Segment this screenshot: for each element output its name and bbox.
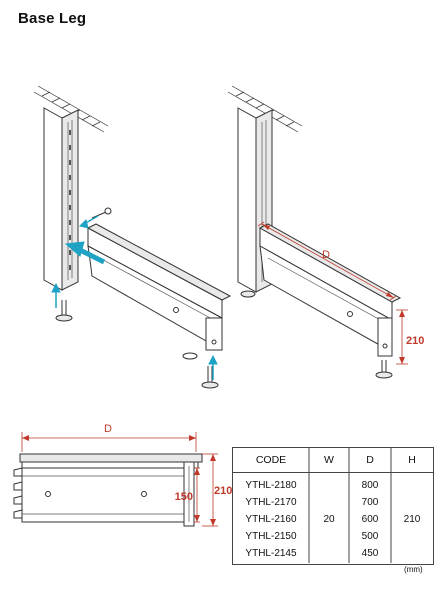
code-cell: YTHL-2150: [245, 531, 297, 542]
dimension-d-front: [21, 432, 197, 452]
assembly-drawing-left: [33, 85, 232, 389]
code-cell: YTHL-2180: [245, 480, 297, 491]
hook-tabs: [13, 467, 23, 519]
d-cell: 600: [361, 514, 379, 525]
header-d: D: [366, 454, 374, 466]
page-title: Base Leg: [18, 10, 87, 27]
d-cell: 500: [361, 531, 379, 542]
w-cell: 20: [323, 514, 335, 525]
dimension-150-label: 150: [175, 491, 193, 503]
header-code: CODE: [255, 454, 287, 466]
front-view-drawing: D 150: [13, 423, 232, 527]
levelling-foot-right-1: [240, 290, 256, 298]
d-cell: 800: [361, 480, 379, 491]
ceiling-hatch-left: [33, 85, 109, 133]
header-w: W: [324, 454, 334, 466]
assembly-arrows: [51, 215, 218, 380]
top-flange: [19, 453, 203, 463]
levelling-foot-right-2: [375, 360, 393, 379]
code-cell: YTHL-2170: [245, 497, 297, 508]
pin-screw-left: [91, 207, 112, 219]
h-cell: 210: [403, 514, 421, 525]
table-header-row: CODE W D H: [233, 448, 433, 473]
base-leg-beam-left: [86, 223, 232, 351]
dimension-d-label-right: D: [322, 249, 330, 261]
levelling-foot-left-2: [182, 352, 219, 389]
dimension-h-label-right: 210: [406, 335, 424, 347]
dimension-d-label-front: D: [104, 423, 112, 435]
upright-post-left: [43, 107, 79, 291]
assembly-drawing-right: D 210: [227, 85, 424, 379]
d-cell: 700: [361, 497, 379, 508]
upright-slots-left: [69, 130, 71, 270]
unit-note: (mm): [404, 565, 423, 574]
code-cell: YTHL-2160: [245, 514, 297, 525]
dimension-210-label-front: 210: [214, 485, 232, 497]
levelling-foot-left-1: [55, 300, 73, 322]
code-cell: YTHL-2145: [245, 548, 297, 559]
dimension-150-front: [194, 467, 200, 523]
dimension-d-right: [257, 221, 397, 301]
header-h: H: [408, 454, 416, 466]
dimension-h-right: [396, 309, 408, 365]
d-cell: 450: [361, 548, 379, 559]
spec-table: CODE W D H YTHL-2180 YTHL-2170 YTHL-2160…: [232, 447, 434, 565]
dimension-210-front: [202, 453, 218, 527]
table-grid: [308, 448, 392, 563]
base-leg-beam-right: [258, 223, 402, 357]
